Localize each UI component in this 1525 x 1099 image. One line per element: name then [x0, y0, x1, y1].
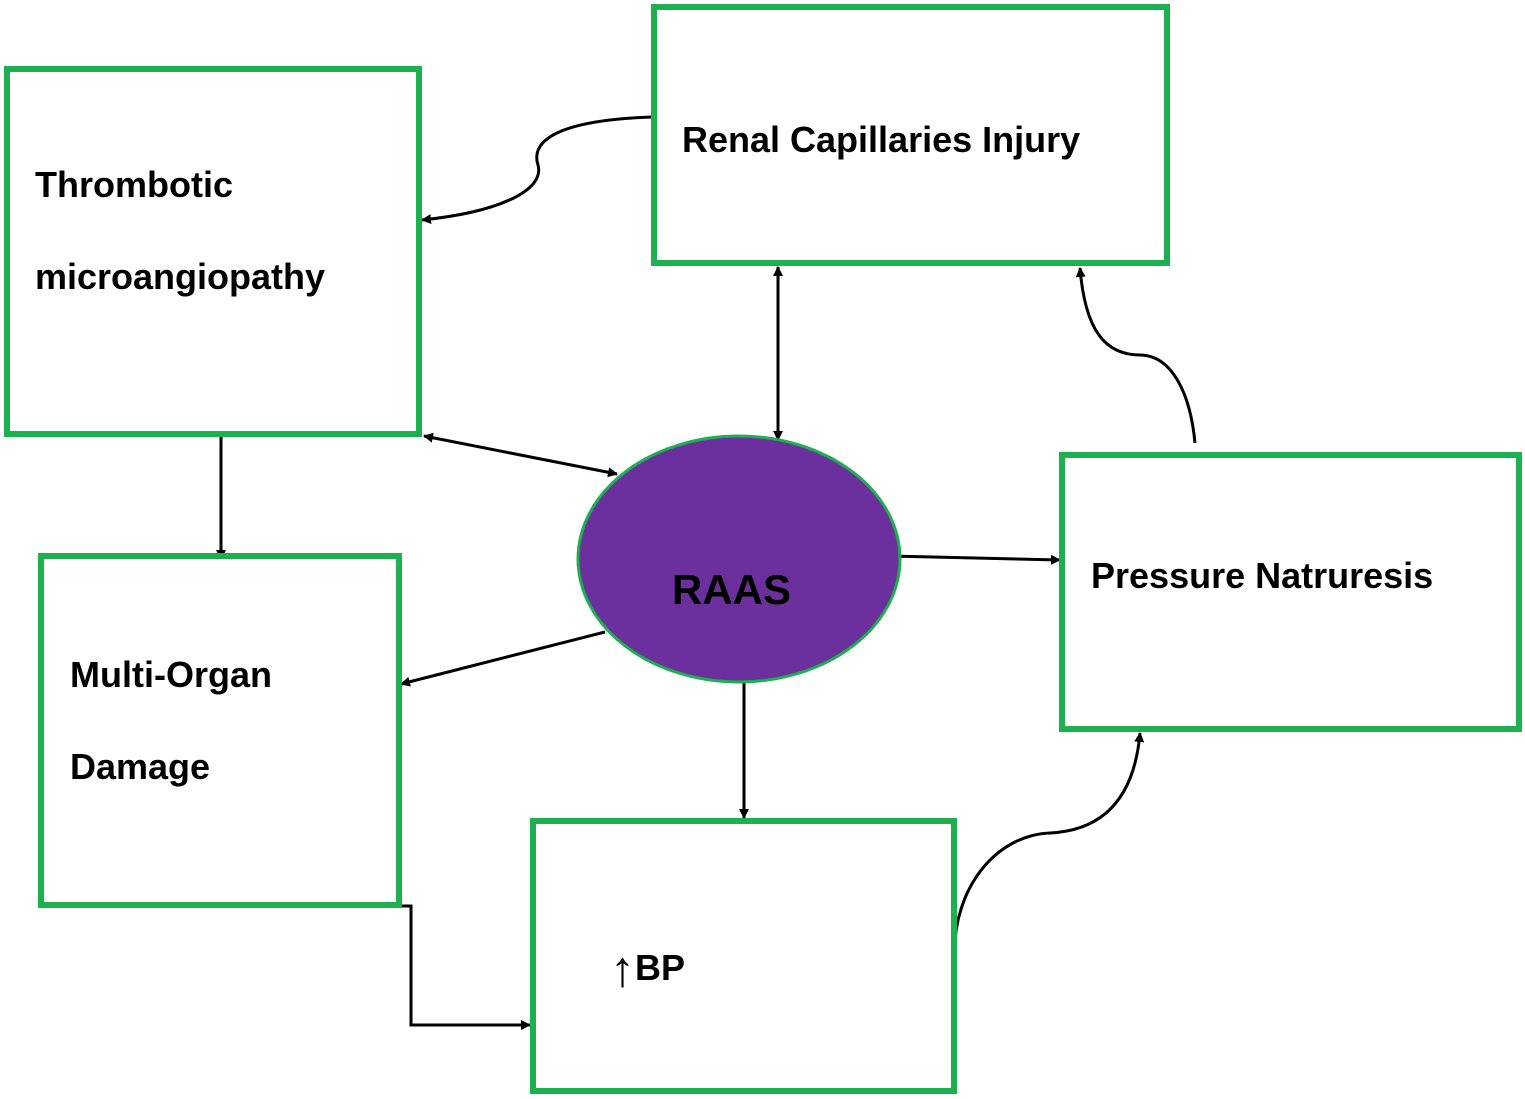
multi-organ-label-line2: Damage [70, 746, 211, 787]
raas-ellipse [576, 434, 902, 684]
blood-pressure-box [530, 818, 957, 1094]
pressure-natruresis-box [1059, 452, 1522, 732]
edge-bp-to-pressure [953, 732, 1145, 941]
thrombotic-microangiopathy-box [4, 66, 422, 437]
bp-label: ↑BP [610, 938, 686, 994]
thrombotic-label-line1: Thrombotic [35, 164, 233, 205]
edge-raas-to-multiorgan [400, 630, 606, 687]
bp-text: BP [635, 947, 686, 988]
thrombotic-label-line2: microangiopathy [35, 256, 326, 297]
edge-multiorgan-to-bp [292, 904, 531, 1030]
edge-raas-pressure [889, 551, 1061, 565]
pressure-natruresis-label: Pressure Natruresis [1091, 555, 1434, 596]
edge-pressure-to-renal [1075, 267, 1197, 444]
up-arrow-icon: ↑ [610, 941, 635, 997]
multi-organ-label-line1: Multi-Organ [70, 654, 272, 695]
edge-thrombotic-raas [423, 432, 618, 478]
edge-renal-to-thrombotic [421, 115, 653, 225]
raas-label: RAAS [672, 566, 792, 613]
renal-capillaries-injury-box [651, 4, 1170, 266]
renal-capillaries-injury-label: Renal Capillaries Injury [682, 119, 1081, 160]
multi-organ-damage-box [38, 553, 402, 908]
